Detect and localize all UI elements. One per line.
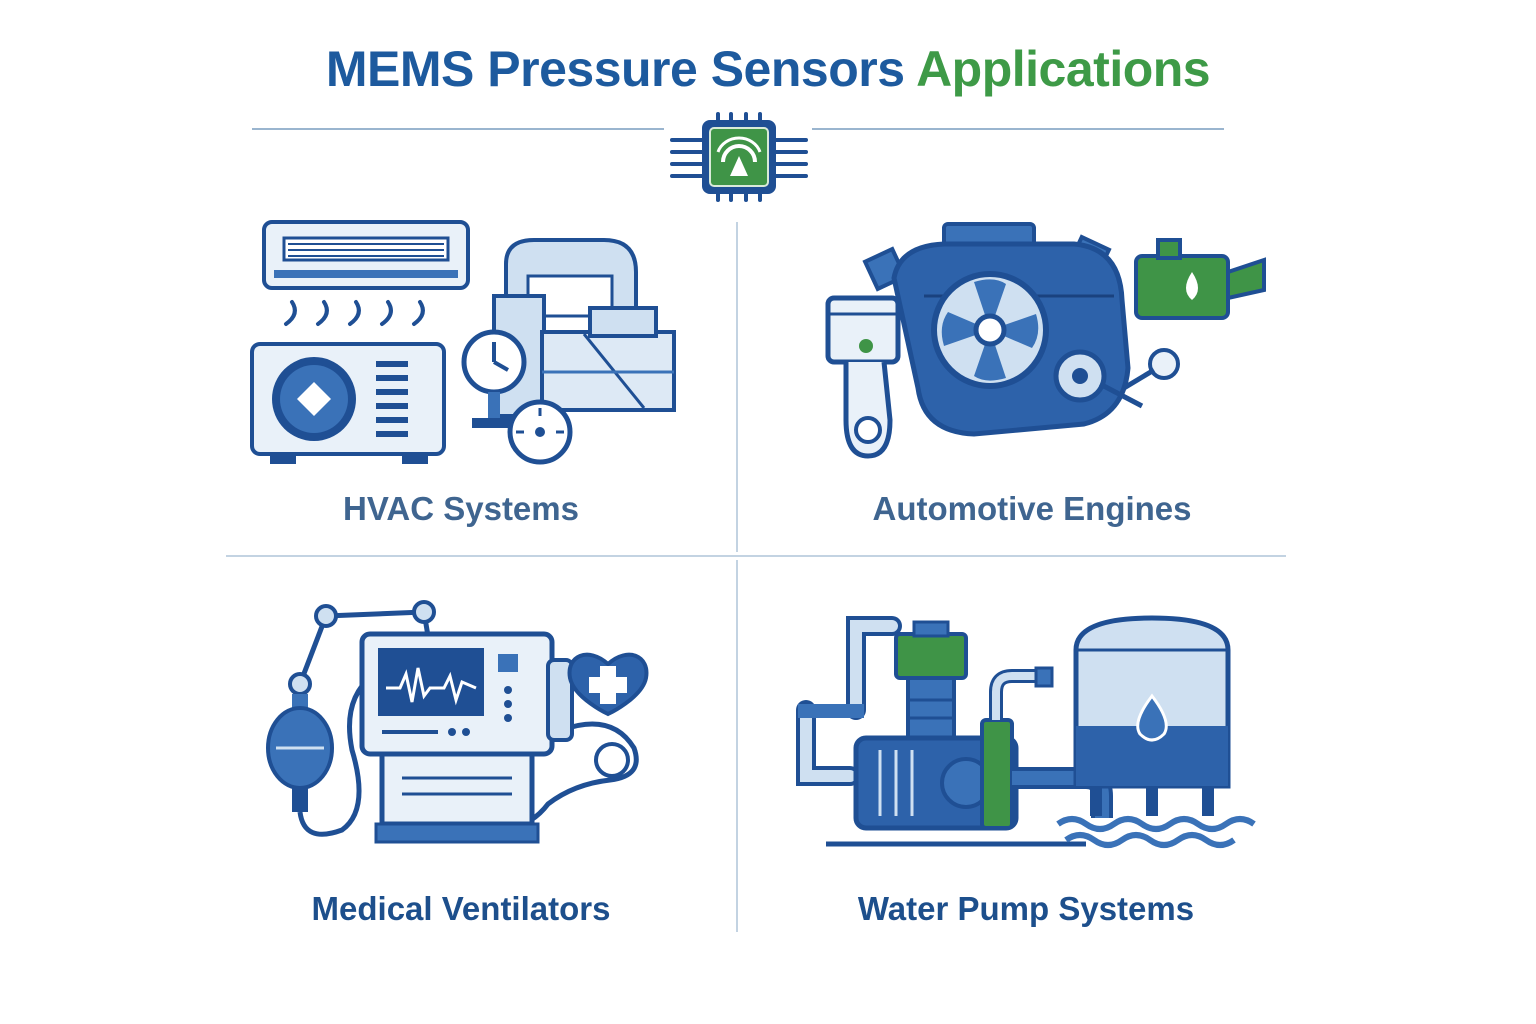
- application-label-hvac: HVAC Systems: [343, 490, 579, 527]
- hvac-icon: [250, 220, 676, 465]
- page-title: MEMS Pressure Sensors Applications: [0, 40, 1536, 98]
- engine-icon: [825, 222, 1266, 459]
- application-label-automotive: Automotive Engines: [872, 490, 1192, 527]
- title-main: MEMS Pressure Sensors: [325, 41, 905, 97]
- grid-divider-vertical-top: [736, 222, 738, 552]
- title-rule-left: [252, 128, 664, 130]
- application-label-medical: Medical Ventilators: [311, 890, 611, 927]
- mems-chip-icon: [670, 112, 808, 202]
- grid-divider-horizontal: [226, 555, 1286, 557]
- ventilator-icon: [266, 600, 649, 844]
- water-pump-icon: [796, 615, 1256, 848]
- title-accent: Applications: [916, 41, 1211, 97]
- title-rule-right: [812, 128, 1224, 130]
- application-label-water-pump: Water Pump Systems: [857, 890, 1195, 927]
- grid-divider-vertical-bottom: [736, 560, 738, 932]
